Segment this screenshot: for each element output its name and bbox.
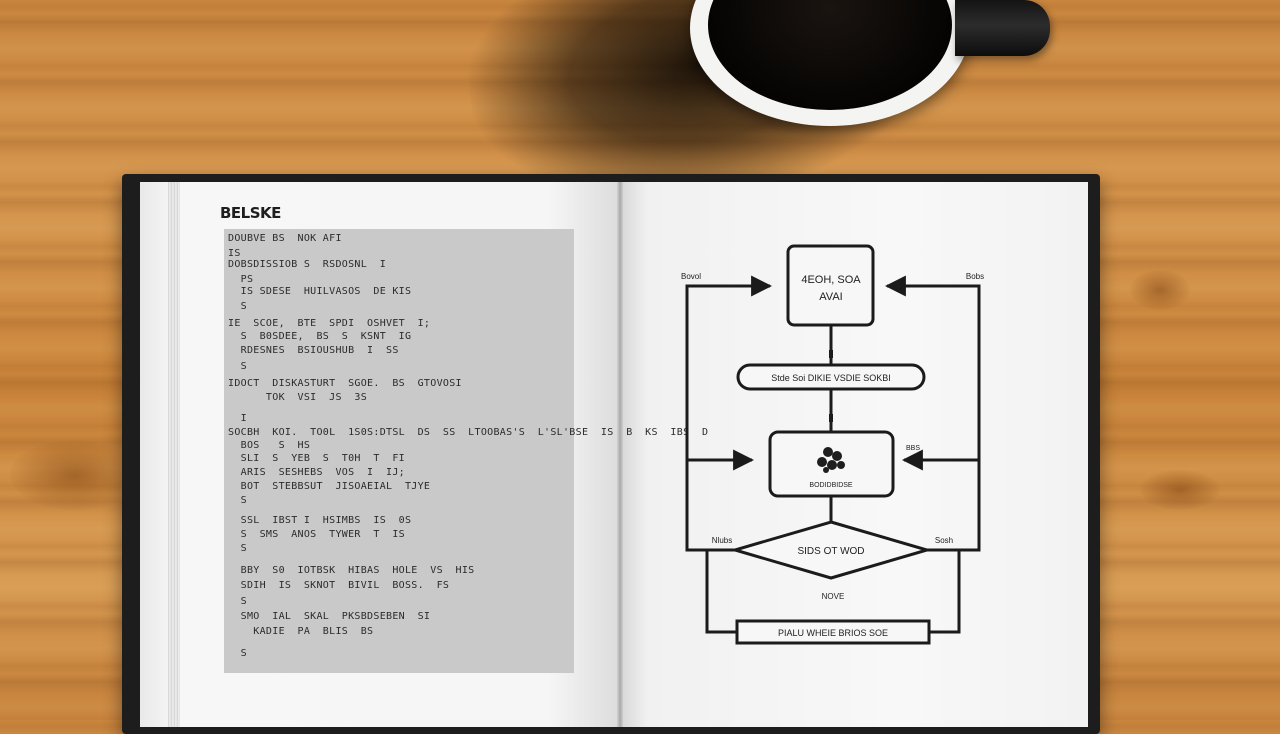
flow-decision-diamond bbox=[729, 520, 933, 580]
code-line: PS bbox=[228, 274, 254, 285]
code-line: S bbox=[228, 648, 247, 659]
flow-top-box-line-1: 4EOH, SOA bbox=[801, 274, 861, 286]
flow-label-middle-right: BBS bbox=[906, 445, 920, 452]
code-line: S bbox=[228, 543, 247, 554]
page-heading: BELSKE bbox=[220, 204, 281, 222]
code-line: KADIE PA BLIS BS bbox=[228, 626, 374, 637]
code-line: BBY S0 IOTBSK HIBAS HOLE VS HIS bbox=[228, 565, 475, 576]
code-line: IS SDESE HUILVASOS DE KIS bbox=[228, 286, 412, 297]
wood-knot bbox=[1140, 470, 1220, 510]
code-line: S B0SDEE, BS S KSNT IG bbox=[228, 331, 412, 342]
wood-knot bbox=[1130, 270, 1190, 310]
code-line: SLI S YEB S T0H T FI bbox=[228, 453, 405, 464]
flow-process-pill-text: Stde Soi DIKIE VSDIE SOKBI bbox=[771, 373, 891, 383]
code-line: BOS S HS bbox=[228, 440, 311, 451]
book-spine bbox=[617, 182, 623, 727]
wood-knot bbox=[10, 440, 140, 510]
mug-handle bbox=[955, 0, 1050, 56]
flow-bottom-bar bbox=[735, 619, 931, 645]
code-line: RDESNES BSIOUSHUB I SS bbox=[228, 345, 399, 356]
code-line: S SMS ANOS TYWER T IS bbox=[228, 529, 405, 540]
code-listing bbox=[224, 229, 574, 673]
flow-top-box-line-2: AVAI bbox=[819, 291, 842, 303]
flow-bottom-bar-text: PIALU WHEIE BRIOS SOE bbox=[778, 628, 888, 638]
flow-label-top-right: Bobs bbox=[966, 272, 984, 281]
code-line: SDIH IS SKNOT BIVIL BOSS. FS bbox=[228, 580, 450, 591]
code-line: S bbox=[228, 495, 247, 506]
flow-label-decision-left: Nlubs bbox=[712, 536, 732, 545]
code-line: TOK VSI JS 3S bbox=[228, 392, 368, 403]
code-line: SSL IBST I HSIMBS IS 0S bbox=[228, 515, 412, 526]
code-line: I bbox=[228, 413, 247, 424]
code-line: SMO IAL SKAL PKSBDSEBEN SI bbox=[228, 611, 431, 622]
page-edges bbox=[168, 182, 180, 727]
flow-label-below-decision: NOVE bbox=[822, 592, 845, 601]
code-line: IS bbox=[228, 248, 241, 259]
flow-label-decision-right: Sosh bbox=[935, 536, 953, 545]
code-line: BOT STEBBSUT JISOAEIAL TJYE bbox=[228, 481, 431, 492]
cluster-icon bbox=[817, 447, 845, 473]
coffee-mug bbox=[690, 0, 970, 126]
code-line: S bbox=[228, 596, 247, 607]
code-line: IDOCT DISKASTURT SGOE. BS GTOVOSI bbox=[228, 378, 462, 389]
code-line: SOCBH KOI. TO0L 1S0S:DTSL DS SS LTOOBAS'… bbox=[228, 427, 709, 438]
code-line: S bbox=[228, 301, 247, 312]
code-line: IE SCOE, BTE SPDI OSHVET I; bbox=[228, 318, 431, 329]
code-line: ARIS SESHEBS VOS I IJ; bbox=[228, 467, 405, 478]
code-line: DOUBVE BS NOK AFI bbox=[228, 233, 342, 244]
code-line: DOBSDISSIOB S RSDOSNL I bbox=[228, 259, 387, 270]
flow-label-top-left: Bovol bbox=[681, 272, 701, 281]
code-line: S bbox=[228, 361, 247, 372]
flow-decision-text: SIDS OT WOD bbox=[797, 546, 864, 557]
flow-middle-box-caption: BODIDBIDSE bbox=[809, 482, 853, 489]
